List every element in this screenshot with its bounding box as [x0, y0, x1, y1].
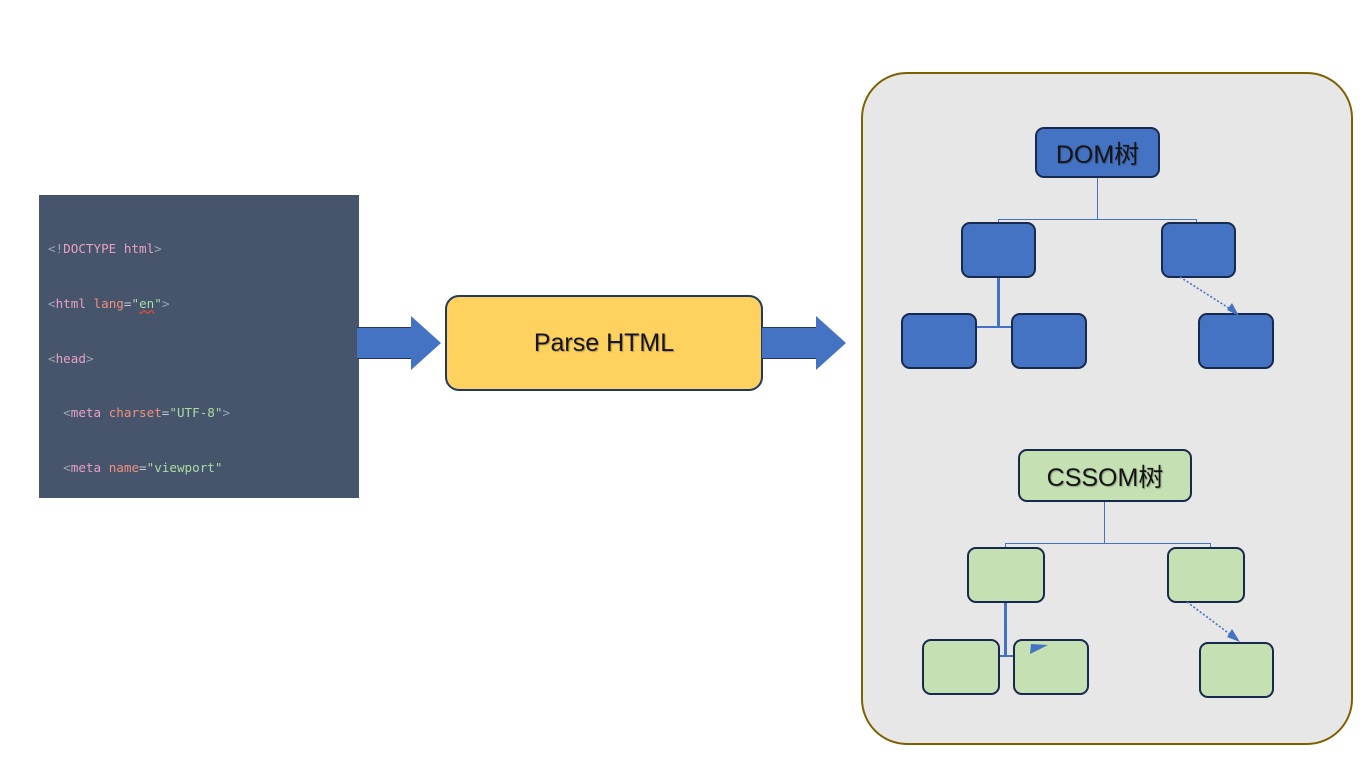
- code-line: <html lang="en">: [48, 296, 170, 311]
- dom-connector-leaf-horizontal: [953, 326, 1048, 328]
- dom-tree-child-left[interactable]: [961, 222, 1036, 278]
- cssom-connector-leaf-horizontal: [959, 655, 1059, 657]
- dom-tree-leaf-2[interactable]: [1011, 313, 1087, 369]
- cssom-tree-root-label: CSSOM树: [1046, 463, 1164, 492]
- dom-tree-root-node[interactable]: DOM树: [1035, 127, 1160, 178]
- dom-tree-root-label: DOM树: [1055, 140, 1140, 169]
- dom-tree-leaf-1[interactable]: [901, 313, 977, 369]
- code-line: <meta charset="UTF-8">: [63, 405, 231, 421]
- cssom-connector-horizontal: [1005, 543, 1211, 545]
- html-code-block: <!DOCTYPE html> <html lang="en"> <head> …: [39, 195, 359, 498]
- dom-tree-leaf-3[interactable]: [1198, 313, 1274, 369]
- cssom-connector-leaf-vertical: [1004, 584, 1008, 656]
- dom-connector-leaf-vertical: [997, 277, 1001, 327]
- cssom-connector-root-vertical: [1104, 502, 1106, 544]
- dom-connector-horizontal: [998, 219, 1197, 221]
- parse-html-label: Parse HTML: [533, 328, 675, 357]
- cssom-tree-leaf-3[interactable]: [1199, 642, 1274, 698]
- tree-panel: DOM树 CSSOM树: [861, 72, 1353, 745]
- code-line: <meta name="viewport": [63, 459, 223, 475]
- cssom-tree-leaf-1[interactable]: [922, 639, 1000, 695]
- cssom-tree-root-node[interactable]: CSSOM树: [1018, 449, 1192, 502]
- dom-tree-child-right[interactable]: [1161, 222, 1236, 278]
- cssom-tree-child-right[interactable]: [1167, 547, 1245, 603]
- cssom-tree-child-left[interactable]: [967, 547, 1045, 603]
- parse-html-box[interactable]: Parse HTML: [445, 295, 763, 391]
- cssom-tree-leaf-2[interactable]: [1013, 639, 1089, 695]
- code-line: <head>: [48, 350, 94, 366]
- code-line: <!DOCTYPE html>: [48, 241, 162, 257]
- dom-connector-root-vertical: [1097, 178, 1099, 220]
